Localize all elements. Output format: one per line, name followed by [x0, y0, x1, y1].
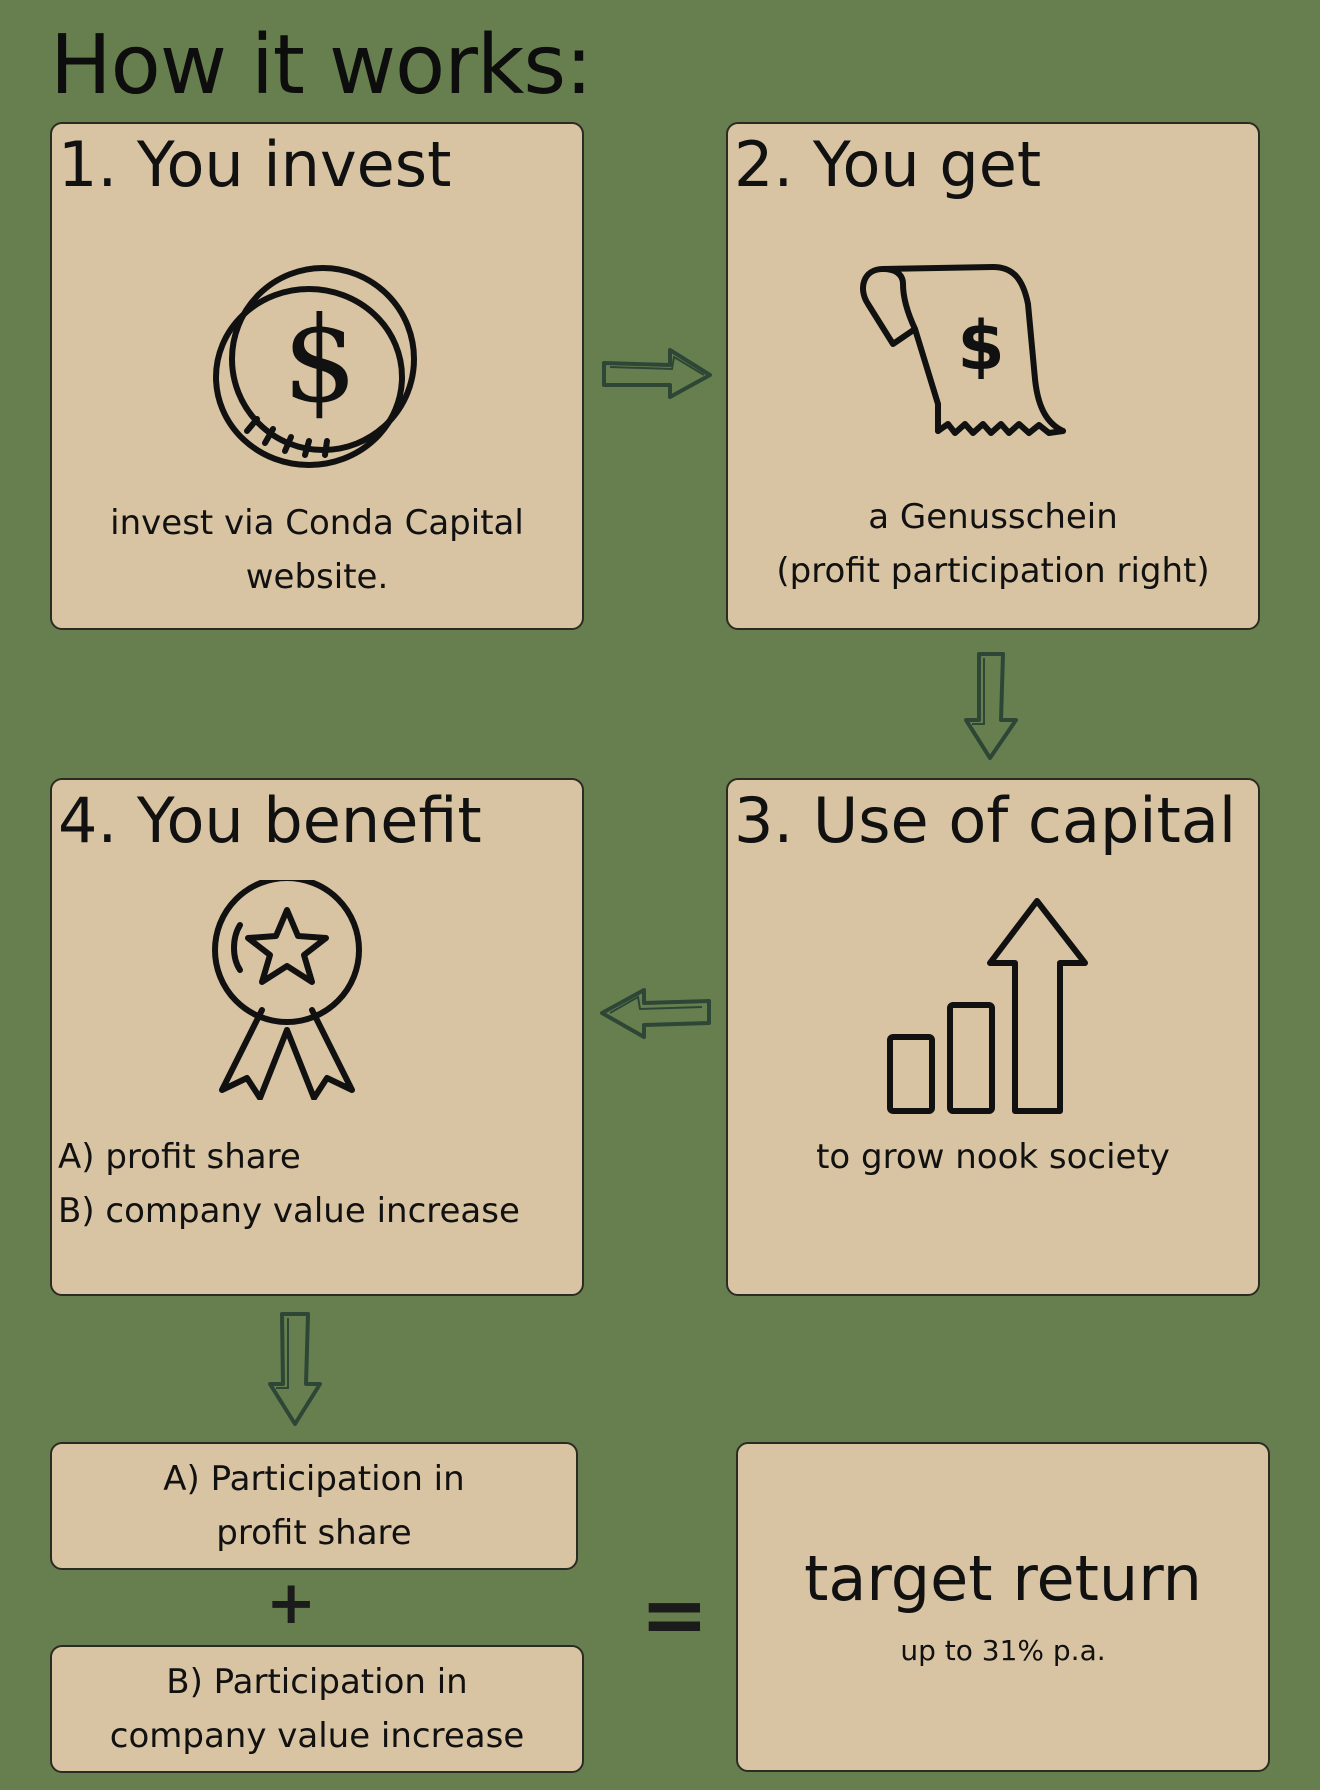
step-text-line: to grow nook society: [816, 1137, 1170, 1177]
step-card-invest: 1. You invest $ invest via Conda Capital…: [50, 122, 584, 630]
step-title: 4. You benefit: [58, 784, 482, 857]
step-card-get: 2. You get $ a Genusschein (profit parti…: [726, 122, 1260, 630]
target-return-card: target return up to 31% p.a.: [736, 1442, 1270, 1772]
summary-text-line: B) Participation in: [166, 1662, 468, 1702]
summary-text-line: profit share: [216, 1513, 412, 1553]
summary-card-profit-share: A) Participation in profit share: [50, 1442, 578, 1570]
svg-text:$: $: [957, 307, 1004, 386]
target-return-subtitle: up to 31% p.a.: [900, 1634, 1106, 1667]
equals-symbol: =: [640, 1568, 709, 1663]
summary-card-value-increase: B) Participation in company value increa…: [50, 1645, 584, 1773]
step-text-line: (profit participation right): [776, 551, 1210, 591]
growth-chart-icon: [887, 898, 1088, 1114]
award-ribbon-icon: [212, 880, 362, 1100]
coin-dollar-icon: $: [213, 265, 417, 468]
target-return-title: target return: [804, 1542, 1202, 1615]
step-title: 3. Use of capital: [734, 784, 1237, 857]
arrow-down-icon: [268, 1312, 322, 1426]
step-text-line: B) company value increase: [58, 1191, 520, 1231]
step-text-line: website.: [245, 557, 389, 597]
step-text-line: A) profit share: [58, 1137, 301, 1177]
receipt-dollar-icon: $: [860, 264, 1066, 436]
arrow-down-icon: [964, 652, 1018, 760]
plus-symbol: +: [266, 1568, 317, 1638]
step-title: 2. You get: [734, 128, 1042, 201]
step-text-line: a Genusschein: [868, 497, 1118, 537]
arrow-left-icon: [600, 988, 711, 1039]
step-card-benefit: 4. You benefit A) profit share B) compan…: [50, 778, 584, 1296]
step-card-use-of-capital: 3. Use of capital to grow nook society: [726, 778, 1260, 1296]
summary-text-line: A) Participation in: [163, 1459, 465, 1499]
svg-text:$: $: [282, 291, 357, 429]
arrow-right-icon: [602, 348, 712, 399]
page-title: How it works:: [50, 18, 593, 113]
step-title: 1. You invest: [58, 128, 452, 201]
step-text-line: invest via Conda Capital: [110, 503, 524, 543]
summary-text-line: company value increase: [109, 1716, 525, 1756]
